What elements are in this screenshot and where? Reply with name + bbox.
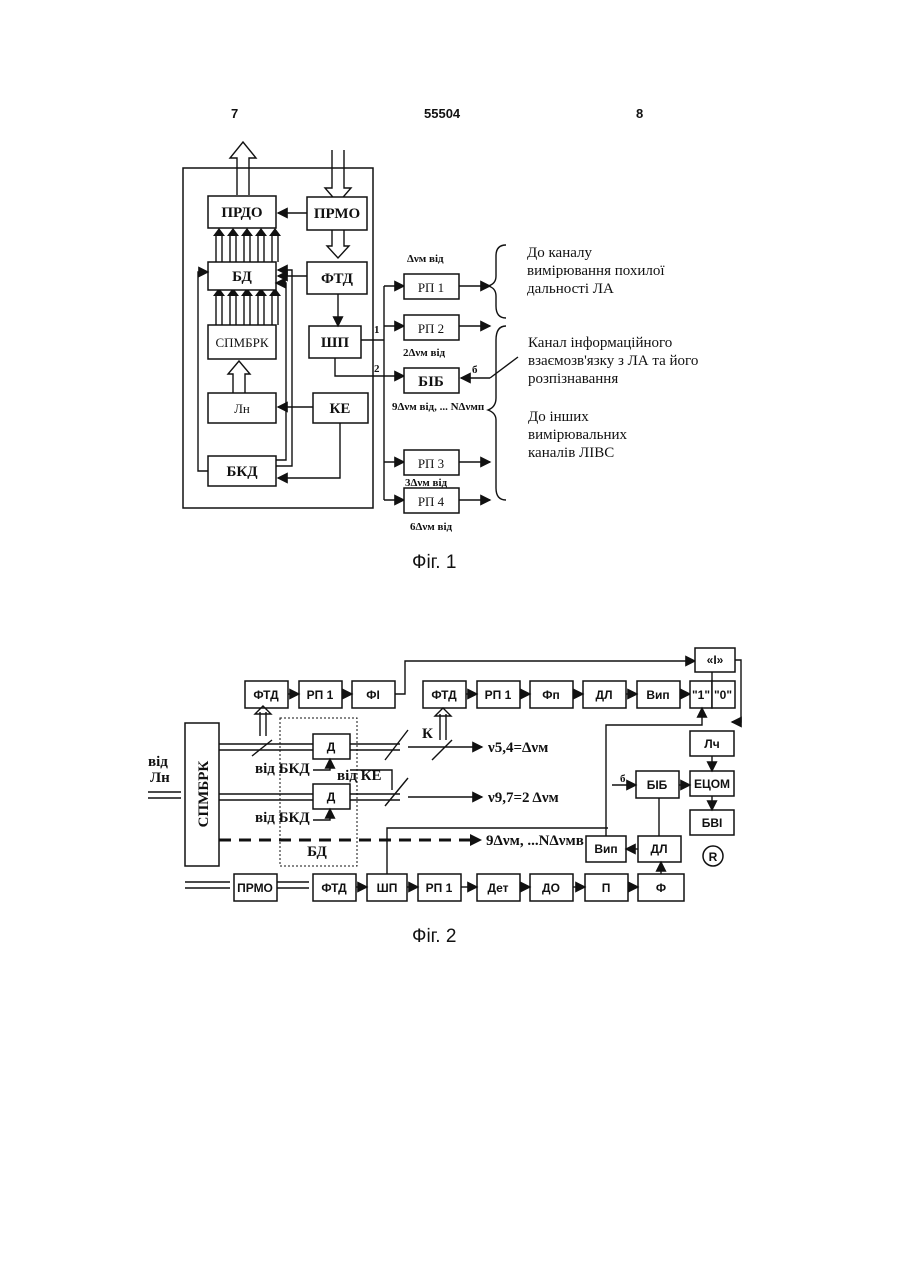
fig1-range-text: До каналу вимірювання похилої дальності … <box>527 244 667 298</box>
fig2-label-vip-a: Вип <box>646 688 669 702</box>
fig1-label-bib: БІБ <box>418 374 444 390</box>
fig2-label-bib: БІБ <box>647 778 668 792</box>
fig2-label-one: "1" <box>692 688 710 702</box>
fig1-other-text: До інших вимірювальних каналів ЛІВС <box>528 408 668 462</box>
fig2-lh-in-line <box>148 792 181 798</box>
fig2-up-arrow-1 <box>260 712 266 736</box>
fig2-label-prmo: ПРМО <box>237 881 273 895</box>
fig2-diagram: ФТД РП 1 ФІ ФТД РП 1 Фп ДЛ Вип "1" "0" «… <box>148 648 741 901</box>
fig2-up-arrow-2 <box>440 714 446 740</box>
fig2-label-rp1-a: РП 1 <box>307 688 334 702</box>
fig1-label-ke: КЕ <box>330 401 351 417</box>
fig2-label-dl-a: ДЛ <box>596 688 613 702</box>
fig2-nu54: ν5,4=Δνм <box>487 740 548 756</box>
fig2-label-rp1-b: РП 1 <box>485 688 512 702</box>
fig1-label-ftd: ФТД <box>321 271 354 287</box>
fig1-node-1: 1 <box>374 324 380 336</box>
fig2-label-p: П <box>602 881 611 895</box>
fig1-label-lh: Лн <box>234 401 250 416</box>
fig2-label-d1: Д <box>327 740 336 754</box>
fig2-nu97: ν9,7=2 Δνм <box>487 790 559 806</box>
fig2-label-f: Ф <box>656 881 666 895</box>
fig1-rp2-freq: 2Δνм від <box>403 347 446 359</box>
fig2-label-ftd-c: ФТД <box>321 881 347 895</box>
fig1-label-rp4: РП 4 <box>418 494 445 509</box>
fig1-info-text: Канал інформаційного взаємозв'язку з ЛА … <box>528 334 718 388</box>
fig2-label-shp: ШП <box>377 881 398 895</box>
fig2-in-bottom <box>185 882 230 888</box>
fig1-bib-pointer <box>490 357 518 378</box>
fig1-rp3-freq: 3Δνм від <box>405 477 448 489</box>
fig2-bkd-d1-line <box>313 759 330 770</box>
fig2-vid-lh-1: від <box>148 754 168 770</box>
fig2-switch-1 <box>252 740 272 756</box>
fig2-label-lch: Лч <box>704 737 719 751</box>
fig2-switch-4 <box>432 740 452 760</box>
fig2-vid-bkd-1: від БКД <box>255 761 310 777</box>
fig2-label-bd: БД <box>307 844 327 860</box>
fig2-bkd-d2-line <box>313 809 330 820</box>
fig2-label-vip-b: Вип <box>594 842 617 856</box>
fig1-rp4-freq: 6Δνм від <box>410 521 453 533</box>
fig1-label-bd: БД <box>232 269 252 285</box>
fig2-label-d2: Д <box>327 790 336 804</box>
fig1-node-2: 2 <box>374 363 380 375</box>
fig2-label-fi: ФІ <box>366 688 380 702</box>
fig2-node-6: б <box>620 773 626 785</box>
fig2-label-spmbrk: СПМБРК <box>196 761 212 828</box>
fig2-label-k: К <box>422 726 433 742</box>
fig1-label-spmbrk: СПМБРК <box>216 335 269 350</box>
fig1-bib-freq: 9Δνм від, ... NΔνмп <box>392 401 485 413</box>
fig2-label-zero: "0" <box>714 688 732 702</box>
fig2-nuN: 9Δνм, ...NΔνмв <box>486 833 584 849</box>
fig1-rp1-freq: Δνм від <box>407 253 444 265</box>
fig2-label-ecom: ЕЦОМ <box>694 777 730 791</box>
fig1-node-6: б <box>472 364 478 376</box>
fig1-caption: Фіг. 1 <box>412 552 456 574</box>
fig2-vid-bkd-2: від БКД <box>255 810 310 826</box>
fig2-switch-2 <box>385 730 408 760</box>
fig2-label-rp1-c: РП 1 <box>426 881 453 895</box>
fig2-label-r: R <box>709 850 718 864</box>
fig1-brace-range <box>488 245 506 318</box>
fig2-switch-3 <box>385 778 408 806</box>
fig1-label-prmo: ПРМО <box>314 206 360 222</box>
fig1-label-bkd: БКД <box>226 464 258 480</box>
fig2-dashed-arrowhead <box>470 834 482 846</box>
fig2-label-ftd-a: ФТД <box>253 688 279 702</box>
fig1-label-rp3: РП 3 <box>418 456 444 471</box>
fig2-caption: Фіг. 2 <box>412 926 456 948</box>
fig1-label-prdo: ПРДО <box>221 205 262 221</box>
fig2-label-fp: Фп <box>542 688 560 702</box>
fig2-label-do: ДО <box>542 881 560 895</box>
fig1-diagram: ПРДО ПРМО БД ФТД СПМБРК ШП Лн КЕ БКД <box>183 142 518 533</box>
fig1-label-rp2: РП 2 <box>418 321 444 336</box>
fig1-brace-other <box>488 326 506 500</box>
fig2-vid-lh-2: Лн <box>150 770 170 786</box>
fig2-label-and: «І» <box>707 653 724 667</box>
fig2-label-dl-b: ДЛ <box>651 842 668 856</box>
fig2-label-bvi: БВІ <box>702 816 723 830</box>
fig2-up-arrow-2-head <box>435 708 451 716</box>
fig1-label-rp1: РП 1 <box>418 280 444 295</box>
fig2-label-det: Дет <box>487 881 508 895</box>
fig2-label-ftd-b: ФТД <box>431 688 457 702</box>
fig2-spm-d2-line <box>219 794 313 800</box>
fig2-prmo-ftd <box>277 882 309 888</box>
fig1-label-shp: ШП <box>321 335 349 351</box>
